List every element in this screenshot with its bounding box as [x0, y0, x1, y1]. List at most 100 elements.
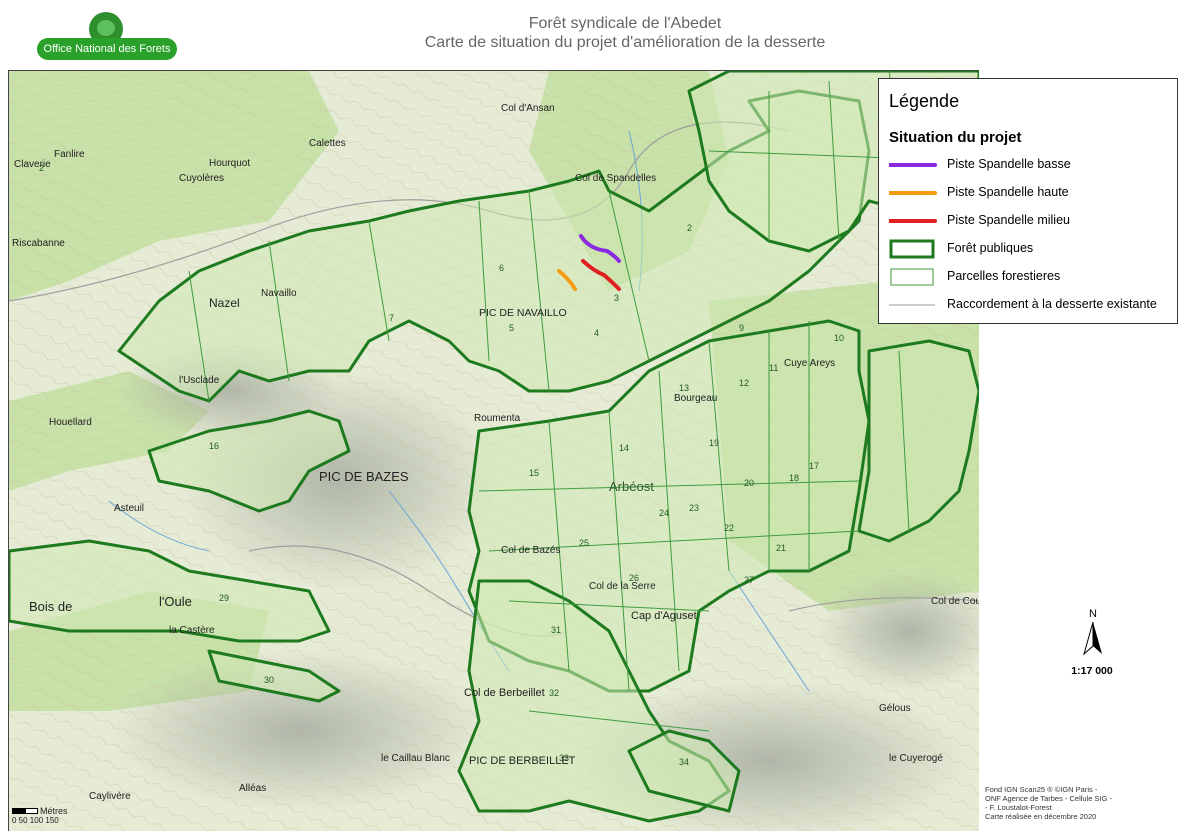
legend-item-piste-haute: Piste Spandelle haute — [889, 183, 1177, 203]
track-spandelle-haute — [557, 269, 577, 291]
parcel-label: 11 — [769, 363, 778, 373]
parcel-label: 30 — [264, 675, 274, 685]
place-label: PIC DE BERBEILLET — [469, 755, 576, 767]
place-label: Asteuil — [114, 503, 144, 514]
place-label: Fanlire — [54, 149, 85, 160]
legend-symbol-line — [889, 191, 937, 195]
parcel-label: 22 — [724, 523, 734, 533]
legend-label: Piste Spandelle haute — [947, 185, 1069, 199]
forest-area-west — [147, 409, 351, 513]
parcel-label: 2 — [687, 223, 692, 233]
legend-symbol-line-thin — [889, 304, 935, 306]
parcel-label: 19 — [709, 438, 719, 448]
place-label: Cuye Areys — [784, 358, 835, 369]
place-label: Bois de — [29, 599, 72, 614]
parcel-label: 12 — [739, 378, 749, 388]
parcel-label: 32 — [549, 688, 559, 698]
place-label: Gélous — [879, 703, 911, 714]
legend-item-piste-basse: Piste Spandelle basse — [889, 155, 1177, 175]
parcel-label: 14 — [619, 443, 629, 453]
map-title-line1: Forêt syndicale de l'Abedet — [528, 15, 722, 32]
map-credits: Fond IGN Scan25 ® ©IGN Paris - ONF Agenc… — [985, 785, 1175, 821]
parcel-label: 4 — [594, 328, 599, 338]
place-label: Riscabanne — [12, 238, 65, 249]
map-title: Forêt syndicale de l'Abedet Carte de sit… — [330, 14, 920, 52]
place-label: Caylivère — [89, 791, 131, 802]
legend-symbol-line — [889, 219, 937, 223]
place-label: Bourgeau — [674, 393, 717, 404]
place-label: Hourquot — [209, 158, 250, 169]
place-label: Col de Courent — [931, 596, 979, 607]
north-arrow: N — [1078, 608, 1108, 658]
forest-area-east — [857, 339, 979, 543]
legend-symbol-line — [889, 163, 937, 167]
parcel-label: 34 — [679, 757, 689, 767]
parcel-label: 21 — [776, 543, 786, 553]
parcel-numbers: 6 7 5 4 3 2 9 10 11 12 13 14 15 16 17 18… — [39, 163, 844, 767]
forest-area-30 — [207, 649, 341, 703]
legend-label: Piste Spandelle milieu — [947, 213, 1070, 227]
legend-symbol-box-thick — [889, 239, 935, 259]
place-label: Col de la Serre — [589, 581, 656, 592]
map-canvas[interactable]: 6 7 5 4 3 2 9 10 11 12 13 14 15 16 17 18… — [8, 70, 979, 831]
scale-unit: Métres — [40, 806, 68, 816]
map-legend: Légende Situation du projet Piste Spande… — [878, 78, 1178, 324]
credit-line: Carte réalisée en décembre 2020 — [985, 812, 1097, 821]
scale-ratio: 1:17 000 — [1071, 665, 1113, 677]
parcel-label: 15 — [529, 468, 539, 478]
parcel-label: 13 — [679, 383, 689, 393]
parcel-label: 17 — [809, 461, 819, 471]
legend-subtitle: Situation du projet — [889, 129, 1022, 146]
forest-area-southwest — [9, 539, 331, 643]
place-label: PIC DE NAVAILLO — [479, 307, 567, 319]
legend-item-piste-milieu: Piste Spandelle milieu — [889, 211, 1177, 231]
place-label: Roumenta — [474, 413, 521, 424]
track-spandelle-basse — [579, 234, 621, 263]
credit-line: ONF Agence de Tarbes - Cellule SIG - — [985, 794, 1113, 803]
parcel-label: 24 — [659, 508, 669, 518]
place-label: Col de Berbeillet — [464, 687, 545, 699]
legend-label: Raccordement à la desserte existante — [947, 297, 1157, 311]
place-label: Calettes — [309, 138, 346, 149]
place-label: l'Usclade — [179, 375, 220, 386]
legend-item-parcelles: Parcelles forestieres — [889, 267, 1177, 287]
place-label: Col de Spandelles — [575, 173, 656, 184]
legend-item-foret-publiques: Forêt publiques — [889, 239, 1177, 259]
parcel-label: 9 — [739, 323, 744, 333]
parcel-label: 33 — [559, 753, 569, 763]
parcel-label: 7 — [389, 313, 394, 323]
place-label: Cap d'Aguset — [631, 610, 697, 622]
legend-symbol-box-thin — [890, 268, 934, 286]
parcel-label: 26 — [629, 573, 639, 583]
parcel-label: 31 — [551, 625, 561, 635]
credit-line: Fond IGN Scan25 ® ©IGN Paris - — [985, 785, 1098, 794]
parcel-label: 25 — [579, 538, 589, 548]
parcel-label: 18 — [789, 473, 799, 483]
place-label: Navaillo — [261, 288, 297, 299]
legend-label: Piste Spandelle basse — [947, 157, 1071, 171]
forest-area-north — [117, 89, 871, 403]
credit-line: - F. Loustalot-Forest — [985, 803, 1052, 812]
parcel-label: 23 — [689, 503, 699, 513]
parcel-label: 16 — [209, 441, 219, 451]
place-label: Nazel — [209, 296, 240, 310]
place-label: l'Oule — [159, 594, 192, 609]
place-label: le Caillau Blanc — [381, 753, 450, 764]
place-label: Col de Bazés — [501, 545, 560, 556]
forest-area-south-strip — [627, 729, 741, 813]
legend-label: Parcelles forestieres — [947, 269, 1061, 283]
north-label: N — [1089, 608, 1097, 620]
map-title-line2: Carte de situation du projet d'améliorat… — [424, 34, 826, 51]
place-label: Houellard — [49, 417, 92, 428]
place-label: Arbéost — [609, 479, 654, 494]
parcel-label: 3 — [614, 293, 619, 303]
parcel-label: 29 — [219, 593, 229, 603]
logo-text: Office National des Forets — [37, 38, 177, 60]
track-spandelle-milieu — [581, 259, 621, 291]
legend-label: Forêt publiques — [947, 241, 1034, 255]
parcel-label: 6 — [499, 263, 504, 273]
legend-title: Légende — [889, 91, 960, 111]
place-names: PIC DE NAVAILLO PIC DE BAZES Col de Bazé… — [12, 103, 979, 802]
scale-bar-white — [25, 808, 38, 814]
scale-bar: Métres 0 50 100 150 — [12, 806, 72, 828]
